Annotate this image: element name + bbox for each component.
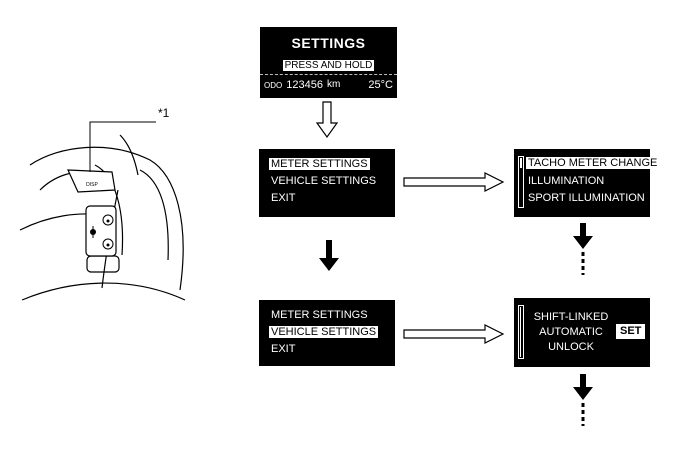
hollow-right-arrow-icon xyxy=(403,324,505,344)
scroll-track xyxy=(520,307,522,357)
steering-wheel-illustration: DISP xyxy=(19,121,186,301)
hollow-down-arrow-icon xyxy=(316,101,338,139)
menu-item-exit[interactable]: EXIT xyxy=(271,192,296,204)
odo-value: 123456 xyxy=(286,79,323,91)
scroll-bar xyxy=(518,156,524,208)
menu-item-meter-settings[interactable]: METER SETTINGS xyxy=(269,158,370,170)
settings-title: SETTINGS xyxy=(291,35,366,51)
submenu-item-sport-illumination[interactable]: SPORT ILLUMINATION xyxy=(528,192,645,204)
svg-text:DISP: DISP xyxy=(86,182,98,188)
menu-item-exit[interactable]: EXIT xyxy=(271,343,296,355)
odometer-readout: ODO 123456 km xyxy=(264,79,340,93)
solid-down-arrow-icon xyxy=(319,240,339,271)
set-button[interactable]: SET xyxy=(616,324,646,339)
callout-leader-line xyxy=(89,121,156,172)
meter-settings-submenu: TACHO METER CHANGE ILLUMINATION SPORT IL… xyxy=(514,149,660,217)
solid-down-arrow-continue-icon xyxy=(573,374,593,426)
vehicle-settings-submenu: SHIFT-LINKED AUTOMATIC UNLOCK SET xyxy=(514,298,650,367)
main-menu-meter-selected: METER SETTINGS VEHICLE SETTINGS EXIT xyxy=(259,149,395,217)
press-and-hold-label: PRESS AND HOLD xyxy=(282,60,375,71)
temperature-readout: 25°C xyxy=(368,79,393,91)
callout-label: *1 xyxy=(158,106,170,120)
control-pad-icon xyxy=(85,205,117,257)
menu-item-vehicle-settings[interactable]: VEHICLE SETTINGS xyxy=(271,175,377,187)
scroll-bar xyxy=(518,305,524,359)
odo-unit: km xyxy=(326,79,341,90)
menu-item-meter-settings[interactable]: METER SETTINGS xyxy=(271,309,368,321)
main-menu-vehicle-selected: METER SETTINGS VEHICLE SETTINGS EXIT xyxy=(259,300,395,366)
solid-down-arrow-continue-icon xyxy=(573,223,593,275)
submenu-item-tacho-meter-change[interactable]: TACHO METER CHANGE xyxy=(526,157,660,169)
screen-divider xyxy=(260,74,397,75)
menu-item-vehicle-settings[interactable]: VEHICLE SETTINGS xyxy=(269,326,379,338)
scroll-thumb xyxy=(520,158,522,168)
odo-label: ODO xyxy=(264,81,283,90)
shift-linked-automatic-unlock-label: SHIFT-LINKED AUTOMATIC UNLOCK xyxy=(533,311,609,353)
submenu-item-illumination[interactable]: ILLUMINATION xyxy=(528,175,605,187)
hollow-right-arrow-icon xyxy=(403,172,505,192)
settings-screen: SETTINGS PRESS AND HOLD ODO 123456 km 25… xyxy=(260,27,397,98)
disp-switch-icon: DISP xyxy=(67,169,116,193)
